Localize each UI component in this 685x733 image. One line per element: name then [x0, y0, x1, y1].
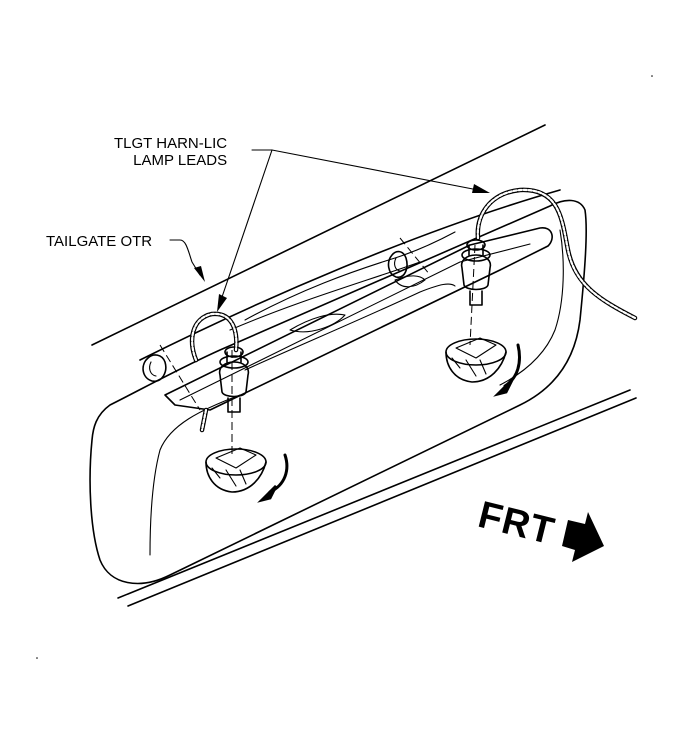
harness-lead-left — [189, 311, 239, 433]
leader-harness — [217, 149, 490, 312]
harness-lead-right — [475, 187, 638, 321]
alignment-line-middle — [399, 237, 431, 276]
alignment-line-left — [159, 344, 201, 411]
lamp-bulb-icon — [445, 337, 507, 383]
lamp-bracket-lens — [244, 283, 456, 371]
lamp-socket-icon — [460, 239, 492, 306]
recess-right-curve — [499, 229, 564, 386]
lamp-bulb-icon — [205, 447, 267, 493]
rotate-arrow-icon — [257, 453, 289, 503]
tailgate-bottom-edge-1 — [117, 389, 631, 599]
tailgate-label: TAILGATE OTR — [46, 233, 153, 250]
rotate-arrow-icon — [493, 343, 521, 397]
mounting-nut-middle — [387, 250, 408, 278]
leader-tailgate — [169, 239, 205, 282]
mounting-nut-left — [142, 354, 167, 382]
harness-label: TLGT HARN-LIC LAMP LEADS — [114, 135, 227, 169]
harness-label-line2: LAMP LEADS — [133, 152, 228, 169]
lamp-socket-icon — [218, 346, 250, 413]
recess-shelf — [229, 261, 421, 331]
lamp-bracket-inner — [179, 243, 531, 401]
lamp-slot-1 — [289, 313, 346, 333]
front-direction-arrow-icon — [562, 512, 604, 562]
lamp-bracket — [164, 227, 553, 411]
tailgate-bottom-edge-2 — [127, 397, 637, 607]
recess-lip — [244, 231, 456, 321]
lamp-slot-2 — [394, 275, 426, 288]
harness-label-line1: TLGT HARN-LIC — [114, 135, 228, 152]
tailgate-top-edge — [91, 124, 546, 346]
